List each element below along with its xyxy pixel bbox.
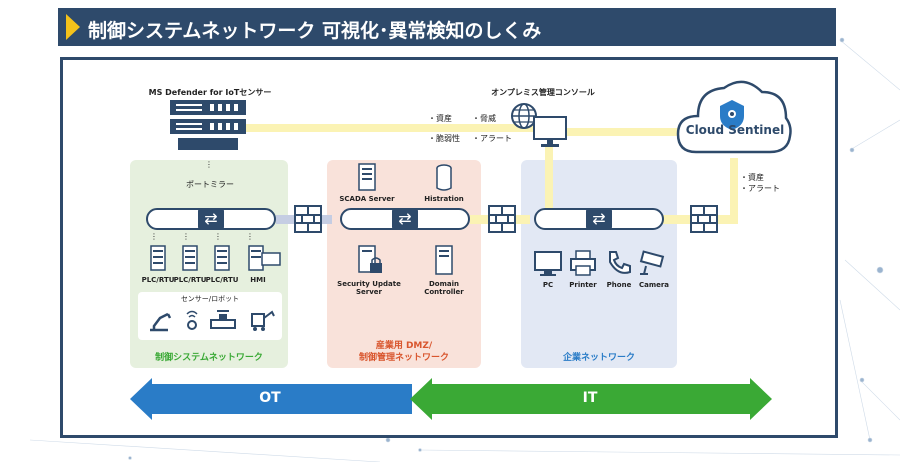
it-zone-label: 企業ネットワーク	[562, 353, 635, 363]
domain-controller-label: Domain Controller	[424, 280, 464, 297]
console-bullet-threat: ・脅威	[472, 114, 496, 123]
globe-icon	[511, 103, 537, 129]
firewall-icon	[690, 205, 718, 233]
sensor-icon	[186, 310, 198, 330]
device-label-pc: PC	[542, 281, 554, 289]
console-bullet-alert: ・アラート	[472, 134, 512, 143]
firewall-icon	[294, 205, 322, 233]
device-label-printer: Printer	[569, 281, 597, 289]
firewall-icon	[488, 205, 516, 233]
printer-icon	[570, 250, 596, 276]
header-banner: 制御システムネットワーク 可視化･異常検知のしくみ	[58, 8, 836, 46]
dmz-zone-label-line2: 制御管理ネットワーク	[358, 353, 449, 363]
device-label-plc-2: PLC/RTU	[173, 276, 207, 284]
ot-arrow	[130, 378, 412, 420]
sensors-robots-title: センサー/ロボット	[180, 295, 240, 303]
plc-rtu-icon	[182, 245, 198, 271]
cloud-bullet-alert: ・アラート	[740, 184, 780, 193]
robot-arm-icon	[150, 312, 172, 332]
hmi-icon	[248, 245, 281, 271]
port-mirror-label: ポートミラー	[186, 180, 234, 189]
cloud-bullet-assets: ・資産	[740, 173, 764, 182]
ot-zone-label: 制御システムネットワーク	[155, 353, 263, 363]
sensor-appliance-icon	[170, 100, 246, 150]
scada-server-icon	[358, 163, 376, 191]
historian-database-icon	[436, 164, 452, 191]
console-cloud-link	[566, 128, 682, 136]
security-update-server-icon	[358, 245, 382, 273]
ot-arrow-label: OT	[259, 390, 281, 406]
security-update-server-label: Security Update Server	[337, 280, 401, 297]
sensor-title: MS Defender for IoTセンサー	[148, 88, 272, 97]
console-it-link	[545, 145, 553, 219]
device-label-hmi: HMI	[250, 276, 266, 284]
console-bullet-assets: ・資産	[428, 114, 452, 123]
ot-dotted-links: ⋮⋮⋮⋮	[150, 232, 278, 241]
console-bullet-vulnerability: ・脆弱性	[428, 134, 460, 143]
console-title: オンプレミス管理コンソール	[491, 88, 595, 97]
phone-icon	[609, 251, 631, 274]
device-label-plc-1: PLC/RTU	[141, 276, 175, 284]
it-switch-icon: ⇄	[586, 208, 612, 230]
cloud-drop-link	[730, 158, 738, 224]
header-arrow-icon	[66, 14, 80, 40]
it-arrow	[410, 378, 772, 420]
ot-switch-icon: ⇄	[198, 208, 224, 230]
pc-icon	[534, 251, 562, 276]
dmz-zone: 産業用 DMZ/ 制御管理ネットワーク	[327, 160, 481, 368]
camera-icon	[639, 250, 665, 275]
monitor-icon	[533, 116, 567, 147]
it-arrow-label: IT	[582, 390, 598, 406]
scada-server-label: SCADA Server	[339, 195, 395, 203]
dmz-zone-label-line1: 産業用 DMZ/	[375, 341, 433, 351]
domain-controller-icon	[435, 245, 453, 275]
sensor-console-link	[240, 124, 560, 132]
historian-label: Histration	[424, 195, 464, 203]
cloud-icon	[676, 80, 792, 154]
sensor-dotted-link: ⋮	[205, 160, 213, 169]
dmz-switch-icon: ⇄	[392, 208, 418, 230]
device-label-phone: Phone	[606, 281, 632, 289]
cloud-label: Cloud Sentinel	[685, 123, 785, 137]
cart-robot-icon	[251, 310, 275, 331]
device-label-camera: Camera	[638, 281, 670, 289]
page-title: 制御システムネットワーク 可視化･異常検知のしくみ	[88, 20, 542, 42]
plc-rtu-icon	[150, 245, 166, 271]
device-label-plc-3: PLC/RTU	[205, 276, 239, 284]
valve-icon	[210, 310, 236, 329]
plc-rtu-icon	[214, 245, 230, 271]
